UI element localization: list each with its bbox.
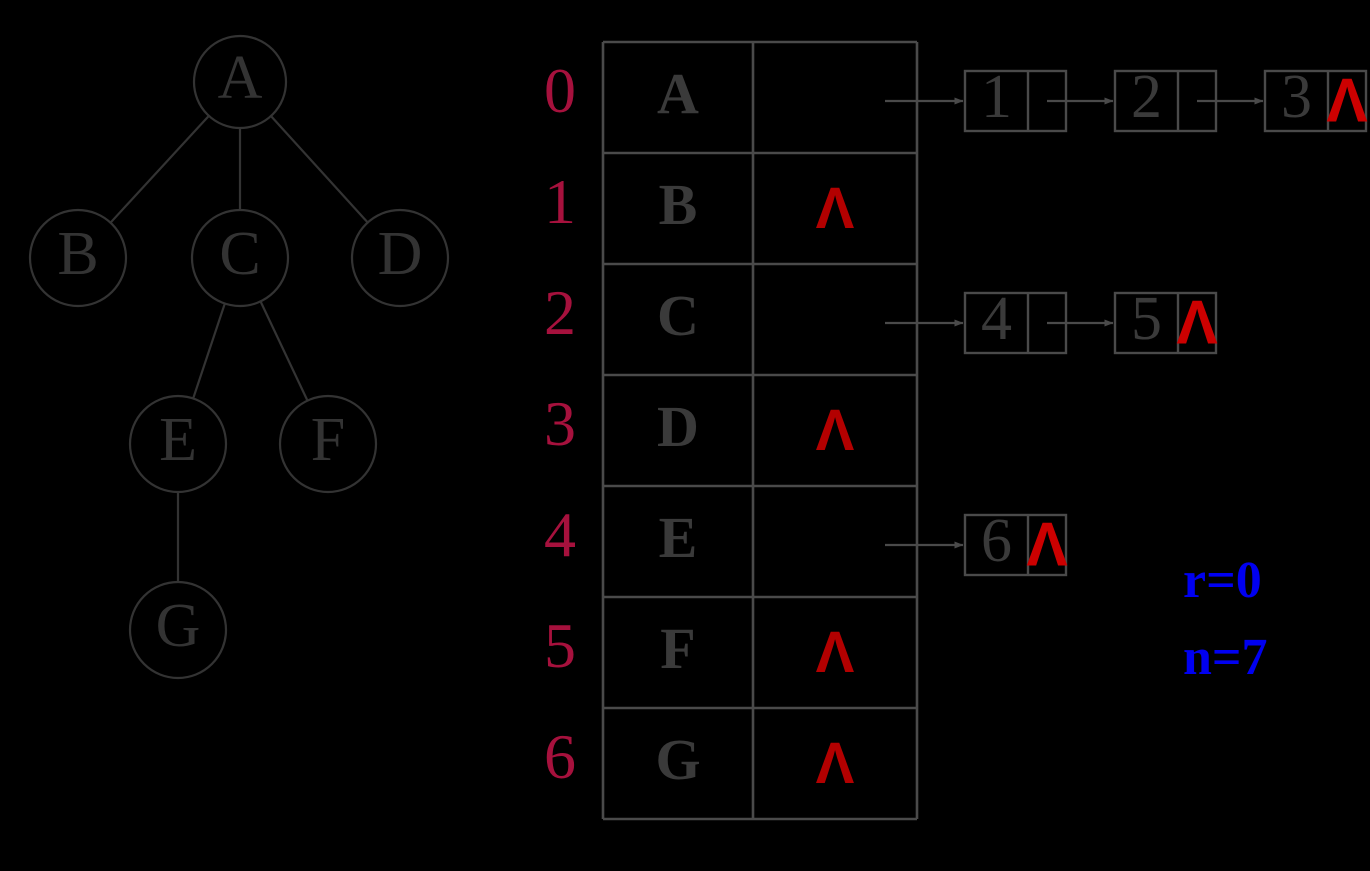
table-row-index: 3 (544, 388, 576, 459)
table-row-index: 4 (544, 499, 576, 570)
table-row-index: 0 (544, 55, 576, 126)
table-cell-label: C (657, 283, 699, 348)
root-annotation: r=0 (1183, 552, 1262, 609)
tree-node-label: B (57, 220, 98, 288)
table-cell-label: D (657, 394, 699, 459)
list-node-value: 3 (1281, 63, 1312, 131)
tree-node-g[interactable]: G (128, 580, 228, 680)
table-cell-nil-pointer: Λ (816, 398, 855, 463)
list-node-box (1263, 69, 1368, 133)
table-row-index: 2 (544, 277, 576, 348)
annotation-group: r=0n=7 (1183, 552, 1268, 686)
table-cell-label: G (655, 727, 700, 792)
list-node-nil-pointer: Λ (1326, 66, 1367, 135)
tree-node-circle (350, 208, 450, 308)
tree-node-circle (190, 208, 290, 308)
tree-edge-group (109, 115, 369, 582)
tree-node-group: A B C D E F G (28, 34, 450, 680)
tree-node-label: E (159, 406, 197, 474)
tree-edge-a-d (270, 115, 369, 224)
table-cell-label: A (657, 61, 699, 126)
table-grid (601, 40, 919, 821)
table-cell-nil-pointer: Λ (816, 176, 855, 241)
list-node-nil-pointer: Λ (1176, 288, 1217, 357)
list-node-box (1113, 291, 1218, 355)
list-node-value: 5 (1131, 285, 1162, 353)
list-node-4[interactable]: 4 (963, 285, 1114, 355)
list-node-1[interactable]: 1 (963, 63, 1114, 133)
list-node-value: 2 (1131, 63, 1162, 131)
tree-node-label: A (218, 44, 263, 112)
tree-node-f[interactable]: F (278, 394, 378, 494)
tree-node-circle (192, 34, 288, 130)
tree-node-c[interactable]: C (190, 208, 290, 308)
table-cell-group: AB Λ CD Λ EF Λ G Λ (655, 61, 854, 796)
table-cell-label: F (660, 616, 695, 681)
table-cell-label: E (659, 505, 698, 570)
table-row-index: 5 (544, 610, 576, 681)
tree-node-circle (128, 394, 228, 494)
tree-node-label: G (156, 592, 201, 660)
tree-node-label: C (219, 220, 260, 288)
tree-node-a[interactable]: A (192, 34, 288, 130)
list-node-nil-pointer: Λ (1026, 510, 1067, 579)
list-node-value: 1 (981, 63, 1012, 131)
table-cell-nil-pointer: Λ (816, 620, 855, 685)
tree-node-circle (128, 580, 228, 680)
list-node-value: 6 (981, 507, 1012, 575)
count-annotation: n=7 (1183, 629, 1268, 686)
tree-edge-c-f (259, 300, 309, 402)
table-cell-nil-pointer: Λ (816, 731, 855, 796)
table-row-index: 6 (544, 721, 576, 792)
list-node-box (963, 513, 1068, 577)
tree-node-circle (28, 208, 128, 308)
list-node-value: 4 (981, 285, 1012, 353)
table-row-index: 1 (544, 166, 576, 237)
table-cell-label: B (659, 172, 698, 237)
tree-edge-a-b (109, 115, 210, 224)
tree-edge-c-e (192, 303, 226, 399)
tree-node-e[interactable]: E (128, 394, 228, 494)
list-node-2[interactable]: 2 (1113, 63, 1264, 133)
tree-node-circle (278, 394, 378, 494)
tree-node-label: F (311, 406, 345, 474)
tree-node-b[interactable]: B (28, 208, 128, 308)
table-index-column: 0 1 2 3 4 5 6 (544, 55, 576, 792)
tree-node-label: D (378, 220, 423, 288)
tree-node-d[interactable]: D (350, 208, 450, 308)
